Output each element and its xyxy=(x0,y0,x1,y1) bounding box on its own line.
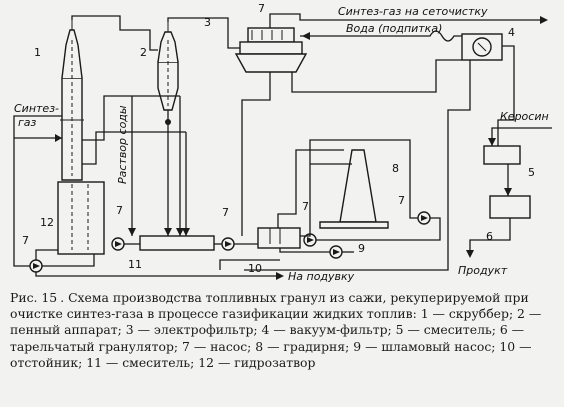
settler-10 xyxy=(257,227,301,249)
num-7-e: 7 xyxy=(398,194,405,207)
num-7-c: 7 xyxy=(222,206,229,219)
pump-7-e xyxy=(417,211,431,225)
cooling-tower-8 xyxy=(319,149,389,229)
num-11: 11 xyxy=(128,258,142,271)
mixer-11 xyxy=(139,235,215,251)
num-6: 6 xyxy=(486,230,493,243)
num-7-d: 7 xyxy=(302,200,309,213)
num-1: 1 xyxy=(34,46,41,59)
pump-7-c xyxy=(221,237,235,251)
pump-9 xyxy=(329,245,343,259)
label-water-makeup: Вода (подпитка) xyxy=(346,22,442,35)
caption-title: Рис. 15 xyxy=(10,290,58,305)
piping xyxy=(13,13,552,280)
num-4: 4 xyxy=(508,26,515,39)
process-flow-diagram: Синтез- газ Синтез-газ на сеточистку Вод… xyxy=(13,2,552,283)
num-7-b: 7 xyxy=(116,204,123,217)
pump-7-b xyxy=(111,237,125,251)
num-7-f: 7 xyxy=(258,2,265,15)
mixer-5 xyxy=(483,145,521,165)
figure-caption: Рис. 15. Схема производства топливных гр… xyxy=(10,290,558,371)
label-to-blowing: На подувку xyxy=(288,270,355,283)
granulator-6 xyxy=(489,195,531,219)
label-synthgas-in-1: Синтез- xyxy=(14,102,59,115)
num-7-a: 7 xyxy=(22,234,29,247)
num-12: 12 xyxy=(40,216,54,229)
caption-text: . Схема производства топливных гранул из… xyxy=(10,290,542,370)
electrofilter-3 xyxy=(234,27,308,73)
label-soda-solution: Раствор соды xyxy=(116,105,129,184)
label-kerosene: Керосин xyxy=(500,110,549,123)
hydroseal-12 xyxy=(57,181,105,255)
num-3: 3 xyxy=(204,16,211,29)
pump-7-a xyxy=(29,259,43,273)
num-10: 10 xyxy=(248,262,262,275)
num-5: 5 xyxy=(528,166,535,179)
label-product: Продукт xyxy=(458,264,508,277)
num-9: 9 xyxy=(358,242,365,255)
num-2: 2 xyxy=(140,46,147,59)
foam-apparatus-2 xyxy=(157,22,179,125)
vacuum-filter-4 xyxy=(461,33,503,61)
label-synthgas-in-2: газ xyxy=(18,116,37,129)
label-synthgas-out: Синтез-газ на сеточистку xyxy=(338,5,488,18)
num-8: 8 xyxy=(392,162,399,175)
scrubber-1 xyxy=(60,20,84,181)
